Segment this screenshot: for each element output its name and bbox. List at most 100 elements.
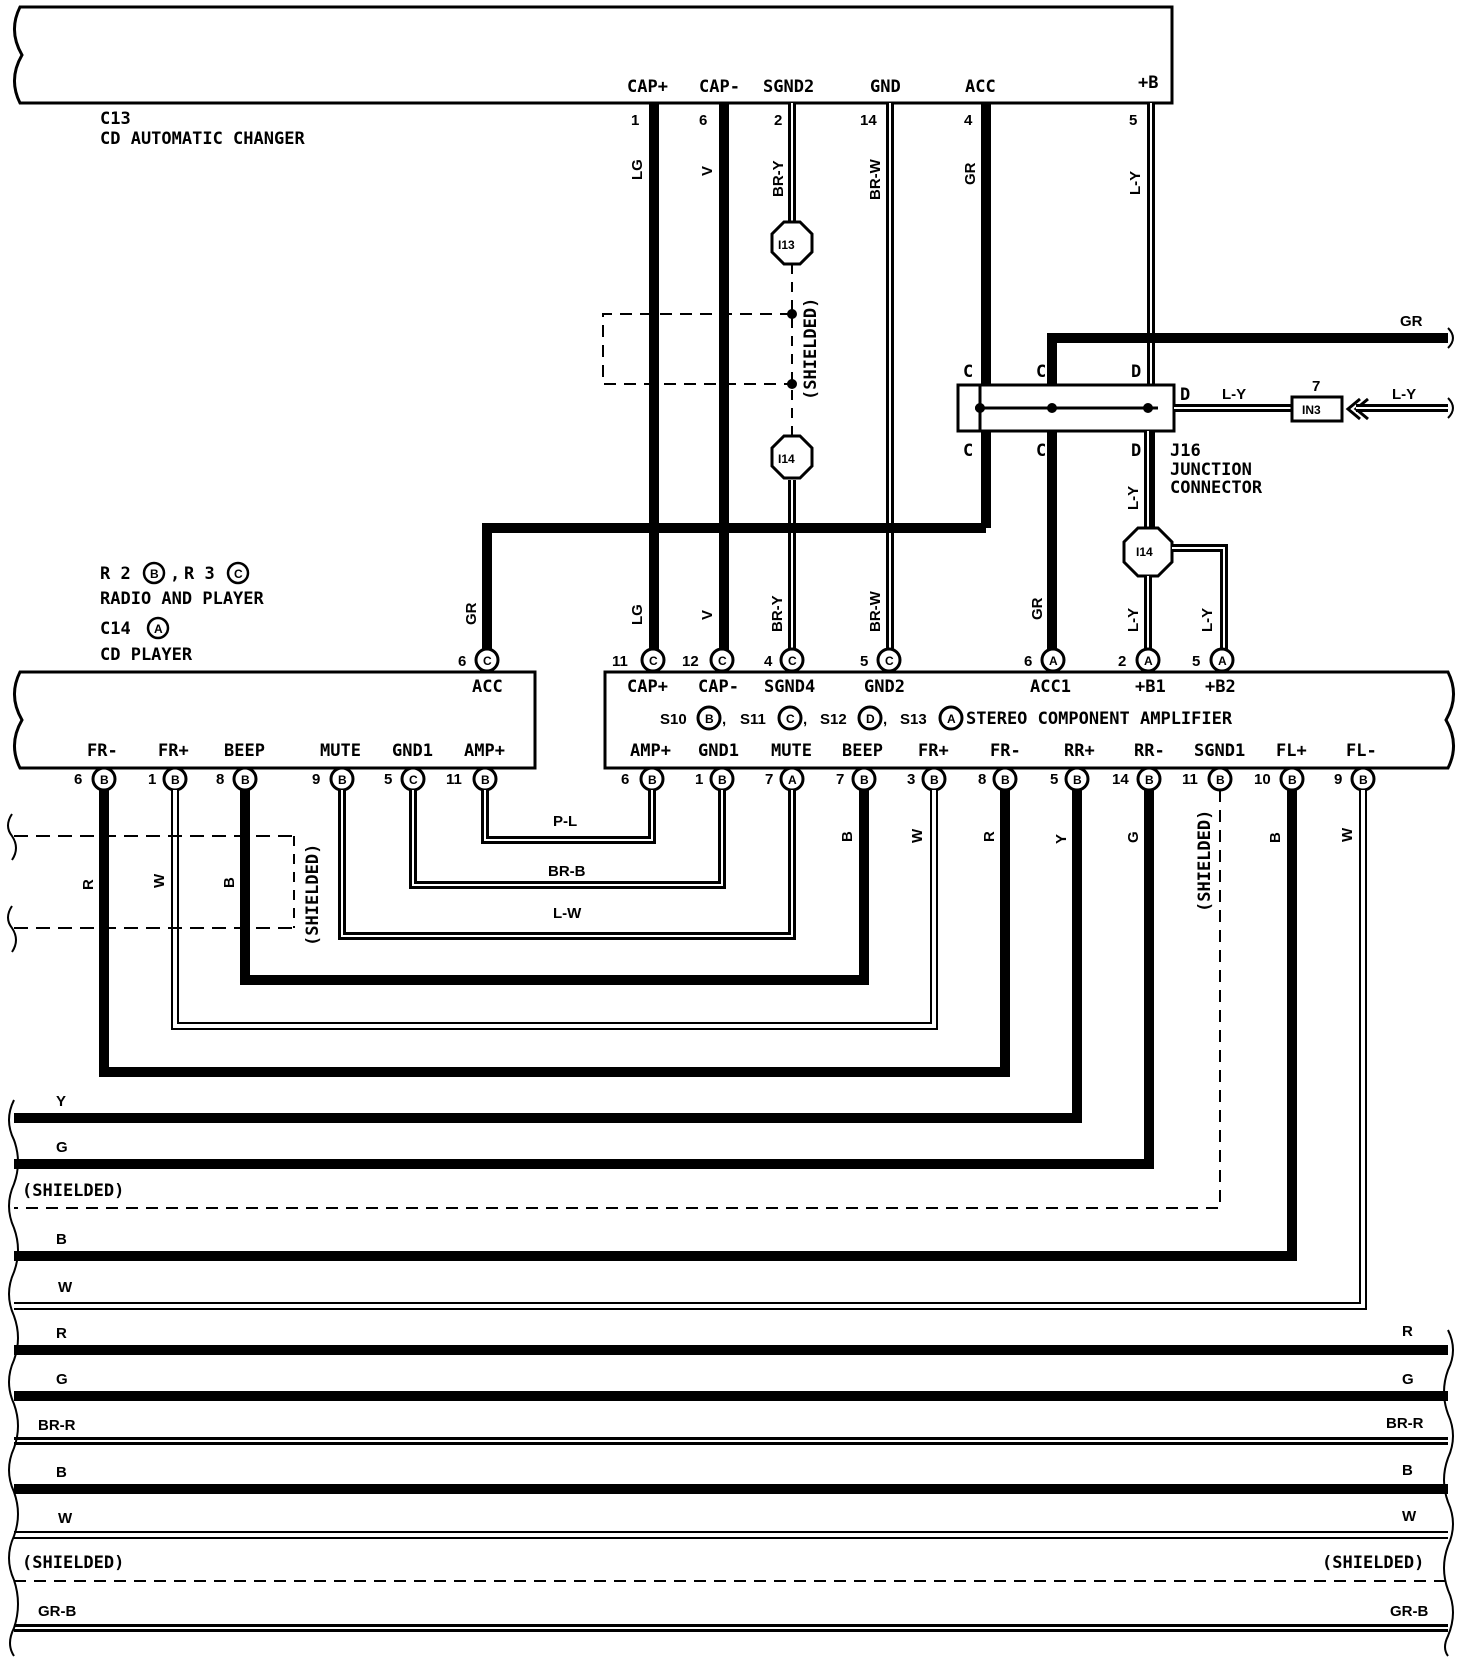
wire-label-l-w: L-W: [553, 905, 582, 922]
bus-label-gr-b-left: GR-B: [38, 1603, 76, 1620]
wire-label-in3-ly: L-Y: [1392, 386, 1416, 403]
amp-top-b2: +B2: [1205, 677, 1236, 697]
wire-label-bl-shielded: (SHIELDED): [22, 1181, 124, 1201]
amp-top-pin-5b: 5: [1192, 653, 1200, 670]
amp-bot-pin-10: 10: [1254, 771, 1271, 788]
wire-label-v-bottom: V: [699, 610, 716, 620]
radio-acc-pin: 6: [458, 653, 466, 670]
wire-label-bl-y: Y: [56, 1093, 66, 1110]
connector-in3-label: IN3: [1302, 403, 1321, 417]
amp-ref-s11: S11: [740, 711, 766, 728]
wire-gr-j16: [1047, 333, 1448, 385]
amp-top-pin-6-conn: A: [1049, 654, 1058, 668]
wire-label-gr-acc1: GR: [1029, 597, 1046, 620]
radio-pin-9-conn: B: [338, 773, 347, 787]
bus-label-g-right: G: [1402, 1371, 1414, 1388]
wire-label-amp-fr-plus: W: [909, 828, 926, 843]
amp-top-pin-2-conn: A: [1144, 654, 1153, 668]
amp-top-pin-4: 4: [764, 653, 773, 670]
wire-label-lg-top: LG: [629, 159, 646, 180]
c13-pin-acc-label: ACC: [965, 77, 996, 97]
amp-top-pin-2: 2: [1118, 653, 1126, 670]
svg-text:,: ,: [803, 711, 807, 728]
c13-pin-2: 2: [774, 112, 782, 129]
amp-top-pin-4-conn: C: [788, 654, 797, 668]
wire-label-gr-top: GR: [962, 162, 979, 185]
wire-fl-minus-w: [14, 790, 1367, 1310]
c13-pin-cap-minus-label: CAP-: [699, 77, 740, 97]
radio-pin-1-conn: B: [171, 773, 180, 787]
radio-pin-8-conn: B: [241, 773, 250, 787]
amp-bot-fr-plus: FR+: [918, 741, 949, 761]
right-break-edge: [1443, 1329, 1454, 1657]
amp-bot-mute: MUTE: [771, 741, 812, 761]
radio-pin-amp-plus-label: AMP+: [464, 741, 505, 761]
radio-pin-6-conn: B: [100, 773, 109, 787]
j16-pin-bottom-2: C: [1036, 441, 1046, 461]
radio-pin-mute-label: MUTE: [320, 741, 361, 761]
amp-bot-pin-6: 6: [621, 771, 629, 788]
bus-label-r-right: R: [1402, 1323, 1413, 1340]
wire-label-br-w-bottom: BR-W: [867, 590, 884, 632]
wire-label-radio-r: R: [80, 879, 97, 890]
amp-bot-pin-3-conn: B: [930, 773, 939, 787]
amp-bot-pin-6-conn: B: [648, 773, 657, 787]
wire-label-br-w-top: BR-W: [867, 158, 884, 200]
radio-ref-r3-conn: C: [234, 567, 243, 581]
wire-label-bl-w: W: [58, 1279, 73, 1296]
amp-bot-pin-7a: 7: [765, 771, 773, 788]
wire-rr-plus-y: [14, 790, 1082, 1123]
splice-i13: [770, 220, 814, 266]
amp-ref-s10-conn: B: [705, 712, 714, 726]
wire-label-ly-b1: L-Y: [1125, 608, 1142, 632]
c13-body: [13, 5, 1174, 105]
wire-label-amp-rr-plus: Y: [1053, 834, 1070, 844]
c13-pin-1: 1: [631, 112, 639, 129]
bus-label-shielded-right: (SHIELDED): [1322, 1553, 1424, 1573]
amp-bot-pin-14-conn: B: [1145, 773, 1154, 787]
svg-text:,: ,: [722, 711, 726, 728]
c13-pin-gnd-label: GND: [870, 77, 901, 97]
amp-top-pin-5: 5: [860, 653, 868, 670]
svg-text:,: ,: [170, 564, 180, 584]
wire-label-gr-radio: GR: [463, 602, 480, 625]
c13-pin-cap-plus-label: CAP+: [627, 77, 668, 97]
radio-pin-11: 11: [446, 771, 462, 788]
bus-label-gr-b-right: GR-B: [1390, 1603, 1428, 1620]
amp-bot-gnd1: GND1: [698, 741, 739, 761]
wire-label-amp-fl-plus: B: [1267, 832, 1284, 843]
c13-id: C13: [100, 109, 131, 129]
wire-label-amp-fr-minus: R: [981, 831, 998, 842]
amp-bot-rr-minus: RR-: [1134, 741, 1165, 761]
c13-pin-b-label: +B: [1138, 73, 1158, 93]
wire-label-br-b: BR-B: [548, 863, 586, 880]
amp-top-cap-plus: CAP+: [627, 677, 668, 697]
amp-bot-pin-11: 11: [1182, 771, 1198, 788]
amp-bot-pin-5-conn: B: [1073, 773, 1082, 787]
amp-bot-pin-8: 8: [978, 771, 986, 788]
wire-label-lg-bottom: LG: [629, 604, 646, 625]
amp-ref-s12: S12: [820, 711, 847, 728]
wire-label-bl-g: G: [56, 1139, 68, 1156]
amp-bot-fl-plus: FL+: [1276, 741, 1307, 761]
j16-pin-bottom-1: C: [963, 441, 973, 461]
cd-name: CD PLAYER: [100, 645, 193, 665]
amp-bot-beep: BEEP: [842, 741, 883, 761]
amp-top-sgnd4: SGND4: [764, 677, 815, 697]
c13-pin-4: 4: [964, 112, 973, 129]
wire-label-amp-rr-minus: G: [1125, 831, 1142, 843]
amp-name: STEREO COMPONENT AMPLIFIER: [966, 709, 1233, 729]
c13-pin-6: 6: [699, 112, 707, 129]
wire-label-radio-w: W: [151, 873, 168, 888]
radio-pin-gnd1-label: GND1: [392, 741, 433, 761]
amp-top-cap-minus: CAP-: [698, 677, 739, 697]
bus-label-w-right: W: [1402, 1508, 1417, 1525]
bus-label-r-left: R: [56, 1325, 67, 1342]
splice-i14-b-label: I14: [1136, 545, 1153, 559]
connector-in3-pin: 7: [1312, 378, 1320, 395]
amp-bot-fr-minus: FR-: [990, 741, 1021, 761]
shielded-label-top: (SHIELDED): [801, 298, 821, 400]
wire-label-br-y-top: BR-Y: [770, 160, 787, 197]
amp-bot-pin-10-conn: B: [1288, 773, 1297, 787]
